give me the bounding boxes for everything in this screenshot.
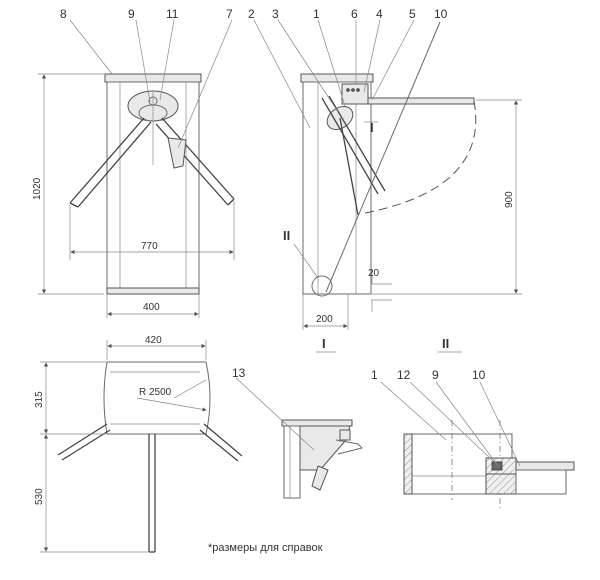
section-one-bracket <box>299 425 351 471</box>
plan-arm-left <box>57 423 108 456</box>
plan-view: R 2500 420 315 530 *размеры для справок <box>34 335 323 554</box>
side-mechanism <box>341 83 369 105</box>
callout-ii-1: 1 <box>371 368 378 382</box>
front-arm-left <box>69 117 145 204</box>
section-one-label: I <box>322 336 326 351</box>
dim-side-gap: 20 <box>368 268 380 279</box>
front-arm-right <box>161 117 235 200</box>
dim-side-base: 200 <box>316 314 333 325</box>
callout-8: 8 <box>60 7 67 21</box>
callout-13: 13 <box>232 366 246 380</box>
section-two-label: II <box>442 336 449 351</box>
callout-1: 1 <box>313 7 320 21</box>
front-base-plate <box>106 287 200 295</box>
front-top-lid <box>104 73 202 83</box>
side-swing-arc <box>359 100 477 215</box>
marker-detail-one: I <box>370 120 374 135</box>
callout-6: 6 <box>351 7 358 21</box>
side-view: I II 2 3 1 6 4 5 10 900 20 200 <box>248 7 522 330</box>
callout-10: 10 <box>434 7 448 21</box>
callout-9: 9 <box>128 7 135 21</box>
section-two: II 1 12 9 10 <box>371 336 575 510</box>
section-one-arm-stub <box>311 465 329 491</box>
plan-arm-right <box>203 423 243 457</box>
dim-radius: R 2500 <box>139 387 172 398</box>
callout-ii-9: 9 <box>432 368 439 382</box>
dim-plan-stand: 530 <box>34 488 45 505</box>
side-arm-horizontal <box>367 97 475 105</box>
plan-top-outline <box>103 361 211 435</box>
callout-5: 5 <box>409 7 416 21</box>
dim-base-width: 400 <box>143 302 160 313</box>
callout-3: 3 <box>272 7 279 21</box>
callout-7: 7 <box>226 7 233 21</box>
marker-detail-two: II <box>283 228 290 243</box>
section-two-arm <box>515 461 575 471</box>
section-one-top <box>281 419 353 427</box>
side-arm-diagonal <box>321 97 379 195</box>
callout-2: 2 <box>248 7 255 21</box>
callout-ii-10: 10 <box>472 368 486 382</box>
front-view: 8 9 11 7 1020 770 400 <box>32 7 235 318</box>
callout-4: 4 <box>376 7 383 21</box>
dim-side-height: 900 <box>504 191 515 208</box>
dim-height-total: 1020 <box>32 177 43 200</box>
footnote: *размеры для справок <box>208 542 323 554</box>
front-hanging-arm <box>167 137 187 169</box>
callout-ii-12: 12 <box>397 368 411 382</box>
dim-top-depth: 315 <box>34 391 45 408</box>
dim-arm-span: 770 <box>141 241 158 252</box>
dim-top-width: 420 <box>145 335 162 346</box>
side-bottom-wheel <box>311 275 333 297</box>
callout-11: 11 <box>166 7 179 21</box>
section-one: I 13 <box>232 336 363 499</box>
